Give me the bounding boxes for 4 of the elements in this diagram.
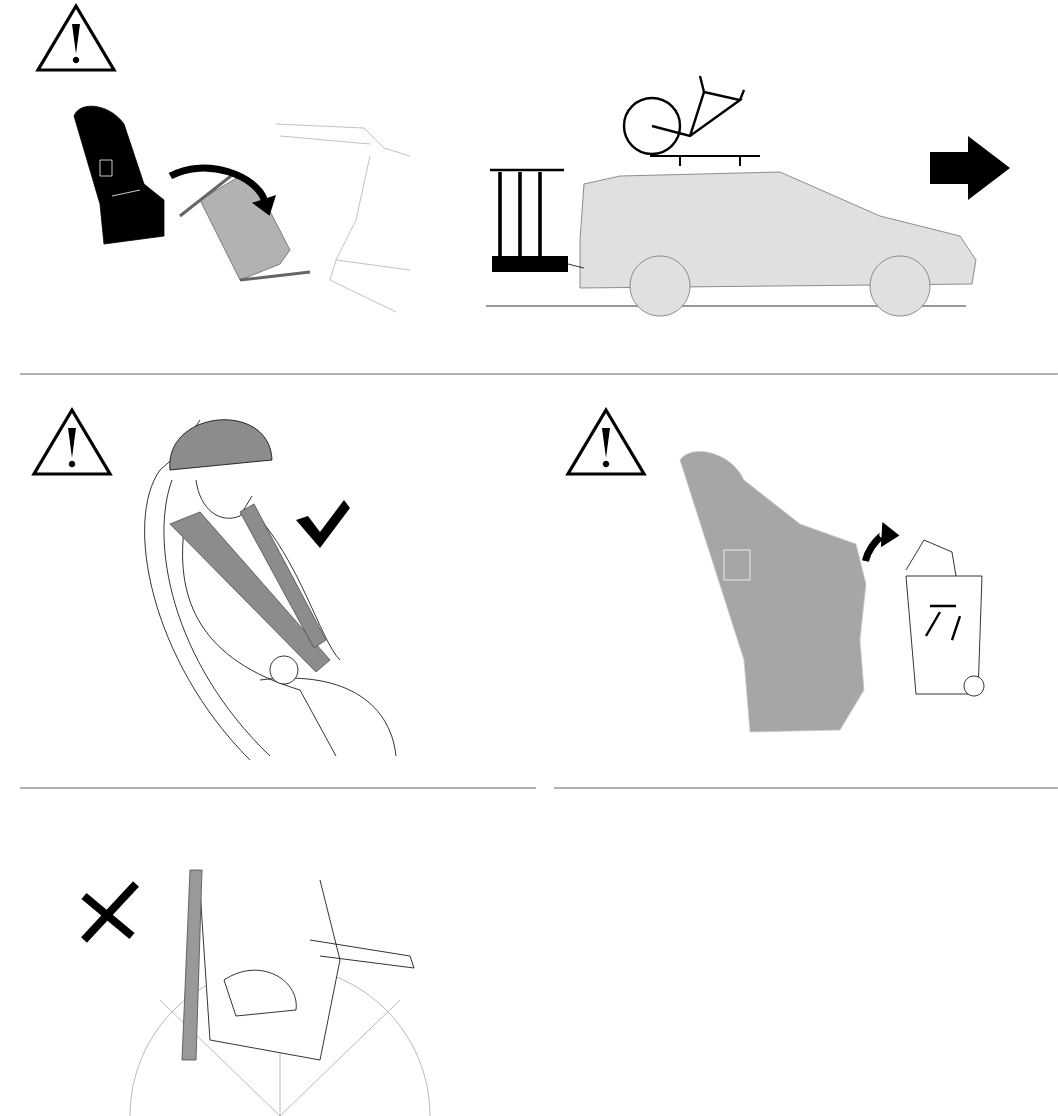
car-trunk-drawing [178,123,411,313]
child-seat-drawing [73,105,165,245]
child-seat-drawing [679,451,867,733]
recycling-bin-icon [905,539,985,697]
